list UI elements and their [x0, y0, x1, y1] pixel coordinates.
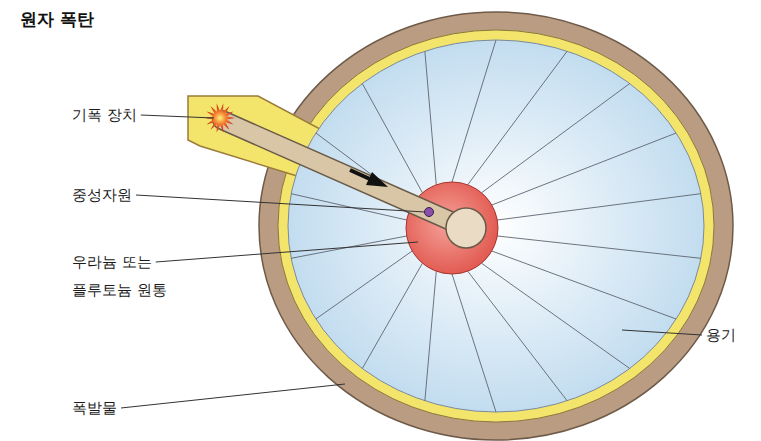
spoke-line	[497, 236, 701, 258]
spoke-line	[425, 271, 436, 401]
spoke-line	[497, 194, 701, 220]
spoke-line	[482, 84, 630, 193]
part-label: 용기	[706, 321, 756, 349]
spoke-line	[492, 251, 676, 319]
spoke-line	[468, 271, 567, 401]
leader-line	[622, 330, 702, 335]
spokes	[291, 40, 701, 412]
part-label: 중성자원	[72, 181, 192, 209]
arrow-shaft	[350, 170, 372, 180]
yellow-band	[278, 30, 714, 422]
diagram-title: 원자 폭탄	[20, 8, 94, 31]
spoke-line	[482, 263, 630, 368]
spoke-line	[452, 40, 496, 182]
part-label: 우라늄 또는 플루토늄 원통	[72, 248, 182, 304]
barrel-outline	[222, 120, 462, 226]
leader-line	[136, 195, 425, 212]
part-label: 폭발물	[72, 394, 192, 422]
leader-line	[141, 115, 214, 118]
part-label: 기폭 장치	[72, 101, 192, 129]
leader-line	[121, 384, 345, 408]
spoke-line	[452, 274, 496, 412]
explosive-fill	[288, 40, 704, 412]
uranium-cylinder	[406, 182, 498, 274]
spoke-line	[362, 84, 422, 193]
spoke-line	[468, 51, 567, 185]
neutron-source	[425, 208, 434, 217]
leader-lines	[121, 115, 702, 408]
leader-line	[156, 242, 418, 262]
spoke-line	[492, 133, 676, 205]
spoke-line	[425, 51, 436, 185]
projectile-sphere	[446, 208, 486, 248]
barrel	[222, 120, 462, 226]
spoke-line	[316, 251, 412, 319]
spoke-line	[362, 263, 422, 368]
casing-ring	[259, 12, 733, 440]
arrow-head	[366, 172, 388, 187]
